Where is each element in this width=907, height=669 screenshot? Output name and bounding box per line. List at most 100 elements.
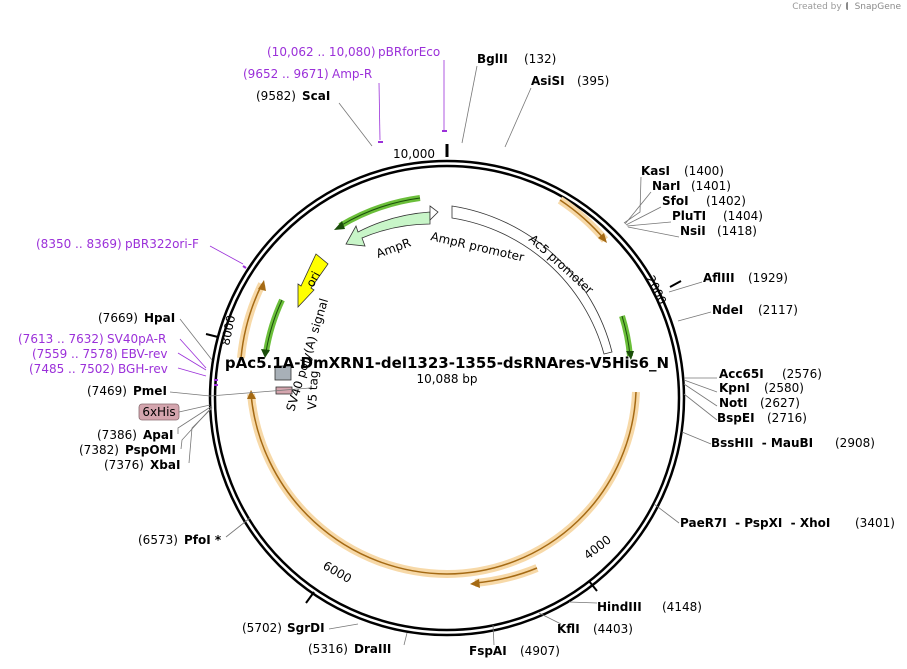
site-pos: (6573): [138, 533, 178, 547]
site-name: PspOMI: [125, 443, 176, 457]
primer-pbrforeco[interactable]: (10,062 .. 10,080) pBRforEco: [267, 45, 440, 59]
snapgene-credit: Created by SnapGene: [792, 2, 901, 12]
site-bglii[interactable]: BglII (132): [477, 52, 556, 66]
site-ndei[interactable]: NdeI (2117): [712, 303, 798, 317]
primer-bgh-rev[interactable]: (7485 .. 7502) BGH-rev: [29, 362, 168, 376]
primer-name: Amp-R: [332, 67, 372, 81]
site-pos: (7386): [97, 428, 137, 442]
primer-ebv-rev[interactable]: (7559 .. 7578) EBV-rev: [32, 347, 167, 361]
site-pos: (1400): [684, 164, 724, 178]
primer-name: EBV-rev: [121, 347, 167, 361]
primer-amp-r[interactable]: (9652 .. 9671) Amp-R: [243, 67, 372, 81]
site-name: BglII: [477, 52, 508, 66]
site-pos: (2117): [758, 303, 798, 317]
feature-ori[interactable]: ori: [297, 253, 329, 309]
site-sgrdi[interactable]: (5702) SgrDI: [242, 621, 325, 635]
tick-label-2000: 2000: [643, 273, 669, 307]
primer-pbr322ori-f[interactable]: (8350 .. 8369) pBR322ori-F: [36, 237, 199, 251]
site-name: KflI: [557, 622, 580, 636]
site-name: SgrDI: [287, 621, 325, 635]
site-kfli[interactable]: KflI (4403): [557, 622, 633, 636]
site-pos: (2716): [767, 411, 807, 425]
site-name: KpnI: [719, 381, 750, 395]
site-noti[interactable]: NotI (2627): [719, 396, 800, 410]
site-name: Acc65I: [719, 367, 764, 381]
site-acc65i[interactable]: Acc65I (2576): [719, 367, 822, 381]
site-pluti[interactable]: PluTI (1404): [672, 209, 763, 223]
feature-label-v5: V5 tag: [305, 370, 321, 410]
site-bspei[interactable]: BspEI (2716): [717, 411, 807, 425]
feature-label-ori: ori: [303, 269, 323, 289]
feature-label-his: 6xHis: [142, 405, 175, 419]
site-pos: (395): [577, 74, 609, 88]
tick-label-8000: 8000: [218, 314, 238, 347]
site-pos: (1929): [748, 271, 788, 285]
site-paer7i-pspxi-xhoi[interactable]: PaeR7I - PspXI - XhoI (3401): [680, 516, 895, 530]
site-name: AflIII: [703, 271, 735, 285]
his-leader-line: [209, 387, 311, 397]
site-hpai[interactable]: (7669) HpaI: [98, 311, 175, 325]
site-name: BspEI: [717, 411, 755, 425]
site-sfoi[interactable]: SfoI (1402): [662, 194, 746, 208]
site-name: NdeI: [712, 303, 743, 317]
site-apai[interactable]: (7386) ApaI: [97, 428, 173, 442]
site-xbai[interactable]: (7376) XbaI: [104, 458, 180, 472]
tick-marks: [205, 144, 682, 604]
site-scai[interactable]: (9582) ScaI: [256, 89, 330, 103]
primer-range: (9652 .. 9671): [243, 67, 329, 81]
site-pos: (1401): [691, 179, 731, 193]
site-nari[interactable]: NarI (1401): [652, 179, 731, 193]
snapgene-logo-icon: [845, 2, 854, 10]
site-leader-lines: [169, 65, 718, 646]
site-kpni[interactable]: KpnI (2580): [719, 381, 804, 395]
site-pmei[interactable]: (7469) PmeI: [87, 384, 167, 398]
site-pos: (2580): [764, 381, 804, 395]
site-pfoi[interactable]: (6573) PfoI *: [138, 533, 222, 547]
site-asisi[interactable]: AsiSI (395): [531, 74, 609, 88]
site-name: NotI: [719, 396, 748, 410]
feature-label-ac5-promoter: Ac5 promoter: [526, 232, 596, 297]
site-nsii[interactable]: NsiI (1418): [680, 224, 757, 238]
site-pos: (9582): [256, 89, 296, 103]
primer-name: SV40pA-R: [107, 332, 166, 346]
site-name: PmeI: [133, 384, 167, 398]
site-pos: (1404): [723, 209, 763, 223]
primer-range: (7559 .. 7578): [32, 347, 118, 361]
site-kasi[interactable]: KasI (1400): [641, 164, 724, 178]
site-pos: (1418): [717, 224, 757, 238]
primer-name: pBR322ori-F: [125, 237, 199, 251]
tick-label-4000: 4000: [581, 533, 614, 563]
primer-sv40pa-r[interactable]: (7613 .. 7632) SV40pA-R: [18, 332, 166, 346]
site-pos: (2627): [760, 396, 800, 410]
site-bsshii-maubi[interactable]: BssHII - MauBI (2908): [711, 436, 875, 450]
site-pos: (7669): [98, 311, 138, 325]
site-name: XbaI: [150, 458, 180, 472]
site-pos: (7382): [79, 443, 119, 457]
site-draiii[interactable]: (5316) DraIII: [308, 642, 391, 656]
feature-ac5-promoter[interactable]: Ac5 promoter: [451, 205, 613, 355]
site-name: NsiI: [680, 224, 706, 238]
primer-leader-lines: [177, 60, 447, 386]
feature-v5: V5 tag: [274, 365, 321, 410]
feature-6xhis-tag[interactable]: 6xHis: [138, 403, 211, 421]
site-pos: (1402): [706, 194, 746, 208]
site-pos: (4403): [593, 622, 633, 636]
primer-range: (10,062 .. 10,080): [267, 45, 376, 59]
feature-label-ampr: AmpR: [374, 235, 412, 260]
site-pos: (7469): [87, 384, 127, 398]
site-pspomi[interactable]: (7382) PspOMI: [79, 443, 176, 457]
primer-range: (8350 .. 8369): [36, 237, 122, 251]
primer-name: BGH-rev: [118, 362, 168, 376]
plasmid-name: pAc5.1A-DmXRN1-del1323-1355-dsRNAres-V5H…: [225, 354, 669, 372]
site-afliii[interactable]: AflIII (1929): [703, 271, 788, 285]
site-pos: (2908): [835, 436, 875, 450]
site-name: PaeR7I - PspXI - XhoI: [680, 516, 830, 530]
site-name: BssHII - MauBI: [711, 436, 813, 450]
site-pos: (2576): [782, 367, 822, 381]
site-name: KasI: [641, 164, 670, 178]
site-hindiii[interactable]: HindIII (4148): [597, 600, 702, 614]
site-name: ScaI: [302, 89, 330, 103]
site-pos: (7376): [104, 458, 144, 472]
site-fspai[interactable]: FspAI (4907): [469, 644, 560, 658]
